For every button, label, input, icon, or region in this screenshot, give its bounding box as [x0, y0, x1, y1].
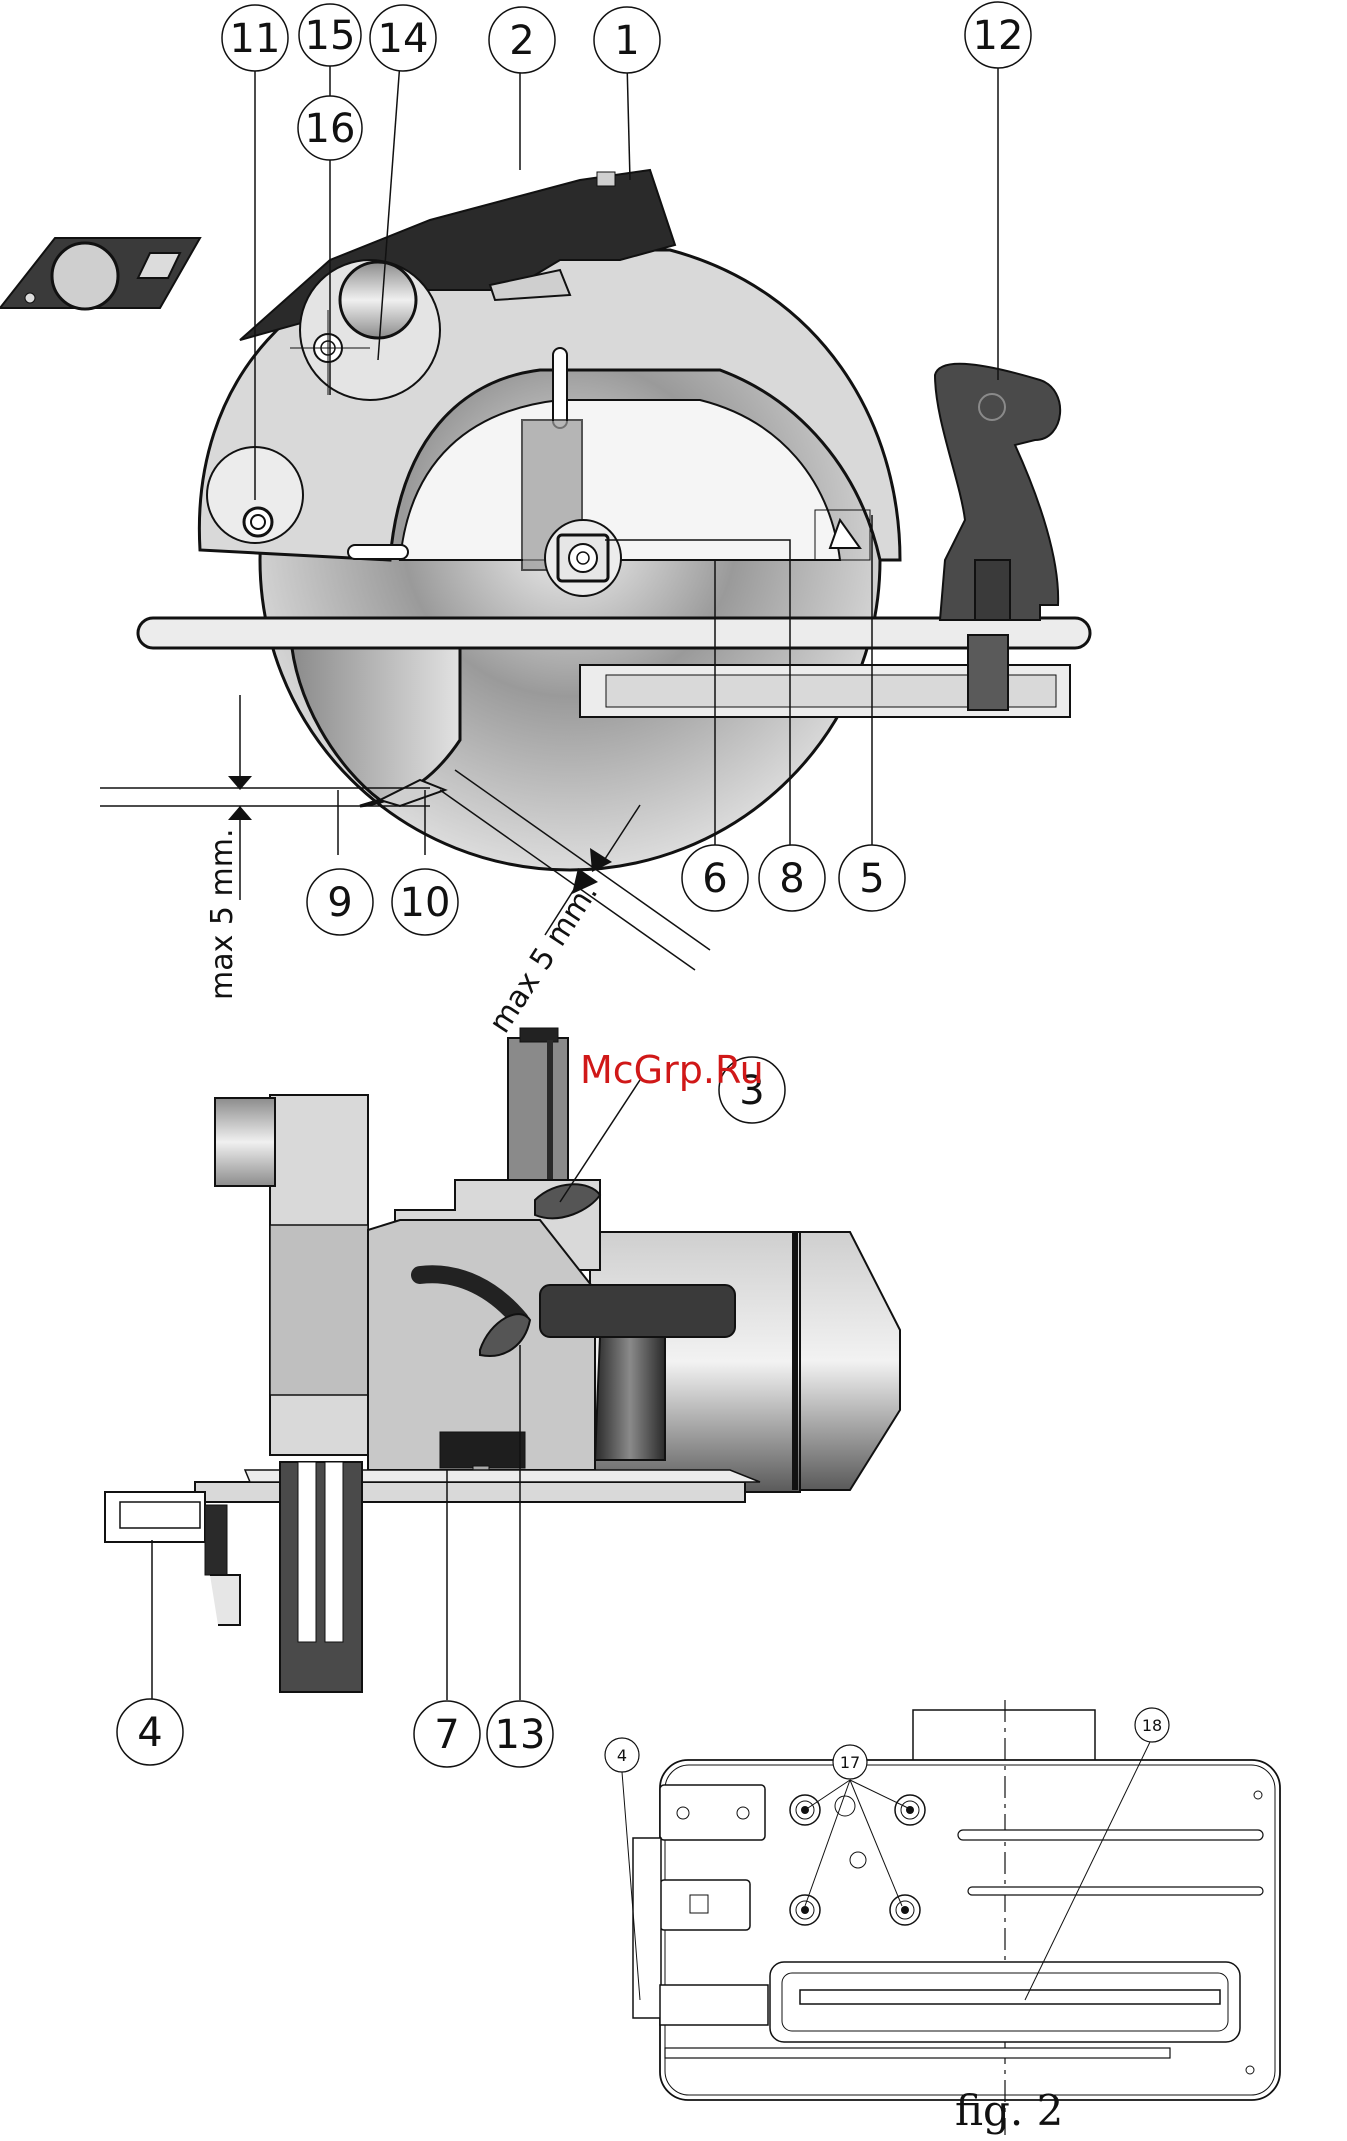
depth-lock: [440, 1432, 525, 1468]
callout-12: 12: [965, 2, 1031, 68]
screw-2: [895, 1795, 925, 1825]
motor-end: [800, 1232, 900, 1490]
svg-text:11: 11: [230, 16, 281, 62]
saw-bottom-view: [622, 1700, 1280, 2135]
svg-text:12: 12: [973, 13, 1024, 59]
callout-14: 14: [370, 5, 436, 71]
callout-13: 13: [487, 1701, 553, 1767]
base-plate: [138, 618, 1090, 648]
saw-front-view: [105, 1028, 900, 1700]
callout-11: 11: [222, 5, 288, 71]
front-handle-grip: [540, 1285, 735, 1337]
watermark: McGrp.Ru: [580, 1048, 764, 1092]
svg-text:6: 6: [702, 856, 727, 902]
svg-text:8: 8: [779, 856, 804, 902]
svg-text:4: 4: [617, 1746, 627, 1765]
svg-text:5: 5: [859, 856, 884, 902]
svg-text:18: 18: [1142, 1716, 1162, 1735]
callout-8: 8: [759, 845, 825, 911]
callout-2: 2: [489, 7, 555, 73]
dim-label-vertical: max 5 mm.: [205, 828, 240, 1000]
svg-text:14: 14: [378, 16, 429, 62]
blade-section: [280, 1462, 362, 1692]
rear-clamp: [975, 560, 1010, 620]
svg-text:2: 2: [509, 18, 534, 64]
svg-text:13: 13: [495, 1712, 546, 1758]
riving-column: [508, 1038, 568, 1188]
callout-1: 1: [594, 7, 660, 73]
svg-text:17: 17: [840, 1753, 860, 1772]
callout-17: 17: [833, 1745, 867, 1779]
callout-18: 18: [1135, 1708, 1169, 1742]
svg-text:4: 4: [137, 1710, 162, 1756]
callout-4: 4: [117, 1699, 183, 1765]
callout-9: 9: [307, 869, 373, 935]
callout-5: 5: [839, 845, 905, 911]
figure-caption: fig. 2: [955, 2086, 1063, 2135]
svg-text:16: 16: [305, 106, 356, 152]
dim-label-diagonal: max 5 mm.: [482, 876, 605, 1039]
dust-port: [215, 1098, 275, 1186]
screw-3: [790, 1895, 820, 1925]
svg-text:10: 10: [400, 880, 451, 926]
callout-6: 6: [682, 845, 748, 911]
callout-15: 15: [299, 4, 361, 66]
callout-7: 7: [414, 1701, 480, 1767]
blade-slot: [800, 1990, 1220, 2004]
lock-button: [597, 172, 615, 186]
front-handle-stem: [595, 1337, 665, 1460]
dust-adapter: [0, 238, 200, 309]
svg-text:9: 9: [327, 880, 352, 926]
screw-1: [790, 1795, 820, 1825]
svg-text:15: 15: [305, 13, 356, 59]
callout-10: 10: [392, 869, 458, 935]
callout-16: 16: [298, 96, 362, 160]
screw-4: [890, 1895, 920, 1925]
spindle-lock-knob: [340, 262, 416, 338]
saw-side-view: [0, 170, 1090, 870]
callout-4-bottom: 4: [605, 1738, 639, 1772]
svg-text:1: 1: [614, 18, 639, 64]
base-plate-front: [195, 1482, 745, 1502]
svg-text:7: 7: [434, 1712, 459, 1758]
